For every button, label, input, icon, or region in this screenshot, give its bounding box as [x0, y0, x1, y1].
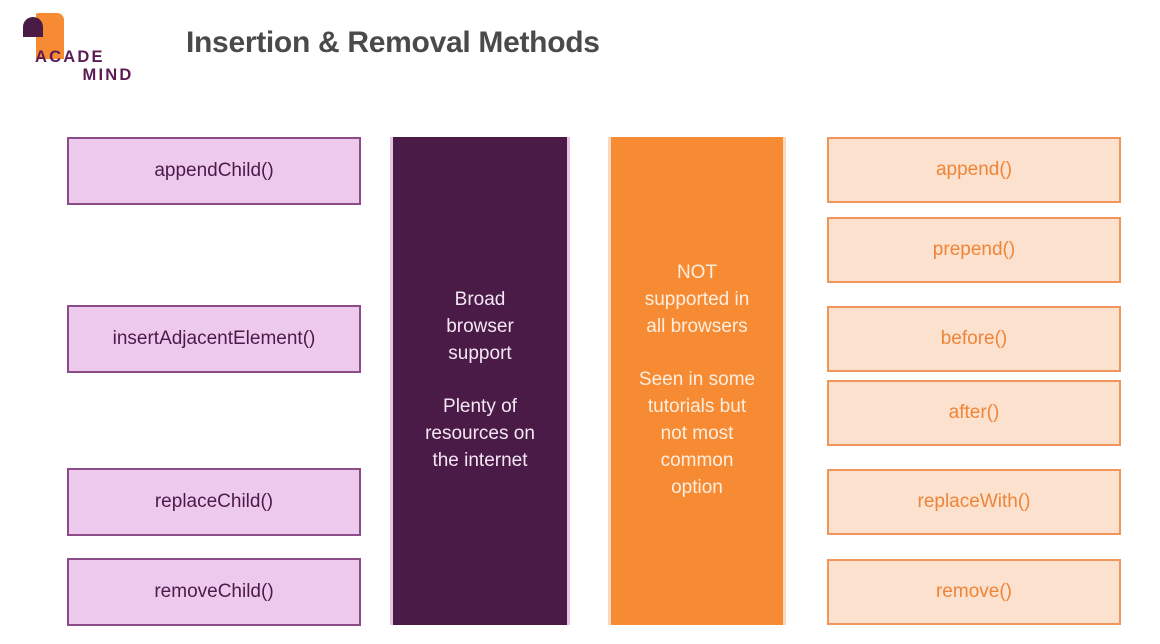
method-box-insert-adjacent-element[interactable]: insertAdjacentElement() [67, 305, 361, 373]
legacy-note-1-line2: browser [446, 316, 514, 338]
method-box-replace-child[interactable]: replaceChild() [67, 468, 361, 536]
legacy-notes-column: Broad browser support Plenty of resource… [390, 137, 570, 625]
page-title: Insertion & Removal Methods [186, 26, 600, 59]
modern-note-1-line3: all browsers [646, 316, 748, 338]
legacy-note-2: Plenty of resources on the internet [425, 394, 535, 475]
logo-mark-icon [16, 10, 76, 62]
modern-note-2-line4: common [660, 449, 734, 471]
academind-logo: ACADE MIND [16, 10, 164, 88]
legacy-note-1-line3: support [448, 343, 512, 365]
modern-note-1: NOT supported in all browsers [645, 260, 750, 341]
method-box-append-child[interactable]: appendChild() [67, 137, 361, 205]
modern-note-2-line2: tutorials but [647, 396, 747, 417]
method-box-remove[interactable]: remove() [827, 559, 1121, 625]
modern-notes-column: NOT supported in all browsers Seen in so… [608, 137, 786, 625]
method-box-after[interactable]: after() [827, 380, 1121, 446]
method-box-remove-child[interactable]: removeChild() [67, 558, 361, 626]
slide-header: ACADE MIND Insertion & Removal Methods [0, 0, 1160, 105]
legacy-note-2-line2: resources on [425, 422, 535, 444]
legacy-note-1-line1: Broad [454, 289, 506, 311]
legacy-note-2-line3: the internet [432, 449, 528, 471]
logo-arch-shape [23, 17, 45, 37]
modern-note-2: Seen in some tutorials but not most comm… [639, 367, 755, 502]
method-box-replace-with[interactable]: replaceWith() [827, 469, 1121, 535]
modern-note-2-line3: not most [660, 422, 734, 444]
method-box-before[interactable]: before() [827, 306, 1121, 372]
modern-note-1-line2: supported in [644, 289, 750, 311]
modern-note-2-line5: option [671, 476, 723, 498]
logo-wordmark-line1: ACADE [35, 48, 105, 66]
modern-note-2-line1: Seen in some [638, 369, 756, 391]
legacy-note-2-line1: Plenty of [443, 396, 517, 417]
modern-note-1-line1: NOT [676, 262, 718, 284]
logo-wordmark-line2: MIND [82, 66, 134, 84]
logo-wordmark: ACADE MIND [30, 48, 164, 84]
legacy-note-1: Broad browser support [446, 287, 514, 368]
method-box-append[interactable]: append() [827, 137, 1121, 203]
method-box-prepend[interactable]: prepend() [827, 217, 1121, 283]
